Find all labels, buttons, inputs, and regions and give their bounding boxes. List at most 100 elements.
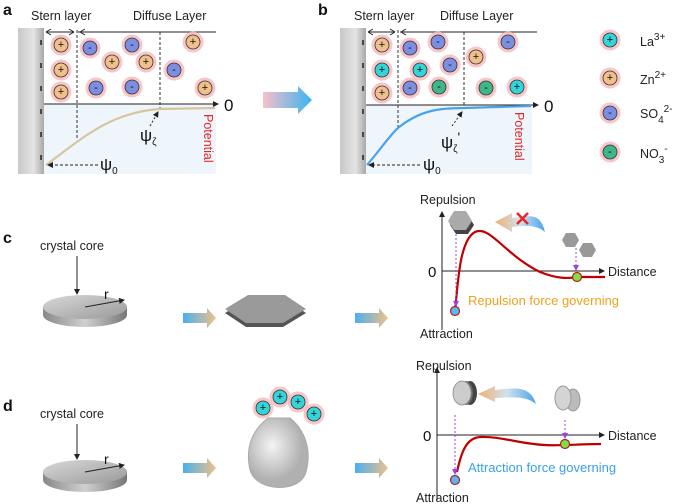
distance-label-d: Distance	[608, 429, 657, 443]
potential-label-b: Potential	[512, 112, 526, 161]
process-arrow	[183, 458, 216, 478]
panel-d: d crystal core r + + + + Repulsion Attracti…	[3, 359, 657, 504]
potential-curve-a	[45, 106, 216, 166]
svg-text:+: +	[311, 408, 317, 420]
attraction-point-c	[449, 305, 461, 317]
adsorbed-la-ions: + + + +	[252, 386, 325, 425]
svg-text:+: +	[607, 34, 613, 46]
legend-label-la: La3+	[640, 32, 665, 49]
electrode-wall	[18, 28, 44, 174]
diffuse-layer-label: Diffuse Layer	[133, 9, 206, 23]
energy-curve-c	[453, 229, 605, 313]
process-arrow	[355, 308, 388, 328]
svg-text:+: +	[379, 64, 385, 76]
separate-discs-icon	[554, 385, 581, 412]
electrode-wall-b	[340, 28, 366, 174]
svg-text:+: +	[417, 64, 423, 76]
stacked-discs-icon	[452, 380, 477, 406]
legend-no3-ion-icon: -	[599, 141, 621, 163]
zn-ion: +	[371, 82, 393, 104]
zn-ion: +	[50, 81, 72, 103]
svg-text:+: +	[473, 51, 479, 63]
zeta-potential-label-a: ψζ	[140, 126, 157, 148]
svg-text:-: -	[130, 39, 134, 51]
zn-ion: +	[182, 31, 204, 53]
svg-text:-: -	[437, 81, 441, 93]
la-ion: +	[252, 397, 274, 419]
svg-text:-: -	[484, 82, 488, 94]
svg-text:+: +	[202, 82, 208, 94]
governing-label-c: Repulsion force governing	[468, 293, 619, 308]
crystal-core-label-d: crystal core	[40, 407, 104, 421]
svg-text:-: -	[408, 42, 412, 54]
no3-ion: -	[475, 77, 497, 99]
svg-text:-: -	[408, 82, 412, 94]
zn-ion: +	[50, 59, 72, 81]
legend-zn-ion-icon: +	[599, 67, 621, 89]
svg-text:-: -	[94, 82, 98, 94]
la-ion: +	[287, 391, 309, 413]
crystal-core-label-c: crystal core	[40, 239, 104, 253]
svg-text:+: +	[58, 86, 64, 98]
repulsion-label-d: Repulsion	[416, 359, 472, 373]
legend-label-so4: SO42-	[640, 104, 673, 126]
attraction-point-d	[449, 474, 461, 486]
svg-text:-: -	[172, 64, 176, 76]
zn-ion: +	[465, 46, 487, 68]
stern-arrow	[45, 28, 75, 36]
so4-ion: -	[399, 77, 421, 99]
svg-text:+: +	[143, 56, 149, 68]
svg-text:+: +	[379, 87, 385, 99]
svg-text:-: -	[506, 36, 510, 48]
crystal-disc-c: r	[43, 286, 127, 327]
governing-label-d: Attraction force governing	[468, 460, 616, 475]
svg-text:-: -	[608, 107, 612, 119]
surface-potential-label-a: ψ0	[100, 155, 118, 177]
so4-ion: -	[121, 34, 143, 56]
svg-text:+: +	[379, 39, 385, 51]
panel-label-b: b	[318, 2, 328, 19]
legend: ++-- La3+ Zn2+ SO42- NO3-	[599, 29, 673, 166]
svg-text:+: +	[607, 72, 613, 84]
panel-label-d: d	[3, 398, 13, 415]
svg-text:+: +	[58, 39, 64, 51]
panel-label-c: c	[3, 230, 12, 247]
la-ion: +	[371, 59, 393, 81]
zn-ion: +	[371, 34, 393, 56]
la-ion: +	[506, 76, 528, 98]
zero-label-c: 0	[428, 264, 436, 281]
svg-text:+: +	[260, 402, 266, 414]
so4-ion: -	[85, 77, 107, 99]
zn-ion: +	[194, 77, 216, 99]
svg-text:+: +	[190, 36, 196, 48]
repulsion-label-c: Repulsion	[420, 193, 476, 207]
la-ion: +	[269, 386, 291, 408]
hexagonal-plate	[225, 295, 306, 327]
adsorbed-crystal	[247, 417, 309, 488]
process-arrow	[183, 308, 216, 328]
panel-label-a: a	[3, 2, 12, 19]
zero-label-b: 0	[544, 97, 553, 116]
zn-ion: +	[101, 51, 123, 73]
attraction-label-c: Attraction	[420, 327, 473, 341]
svg-text:-: -	[436, 36, 440, 48]
radius-label-c: r	[104, 286, 109, 302]
panel-a: a Stern layer Diffuse Layer 0 Potential …	[3, 2, 233, 177]
so4-ion: -	[399, 37, 421, 59]
so4-ion: -	[439, 54, 461, 76]
transition-arrow	[263, 86, 312, 114]
svg-text:+: +	[277, 391, 283, 403]
stacked-hexagons-icon	[448, 211, 474, 234]
legend-label-zn: Zn2+	[640, 70, 666, 87]
so4-ion: -	[427, 31, 449, 53]
panel-c: c crystal core r Repulsion Attraction Di…	[3, 193, 657, 341]
svg-text:-: -	[88, 42, 92, 54]
zn-ion: +	[50, 34, 72, 56]
svg-text:+: +	[514, 81, 520, 93]
zero-label-d: 0	[423, 428, 431, 445]
radius-label-d: r	[104, 451, 109, 467]
svg-text:+: +	[295, 396, 301, 408]
so4-ion: -	[121, 76, 143, 98]
so4-ion: -	[79, 37, 101, 59]
